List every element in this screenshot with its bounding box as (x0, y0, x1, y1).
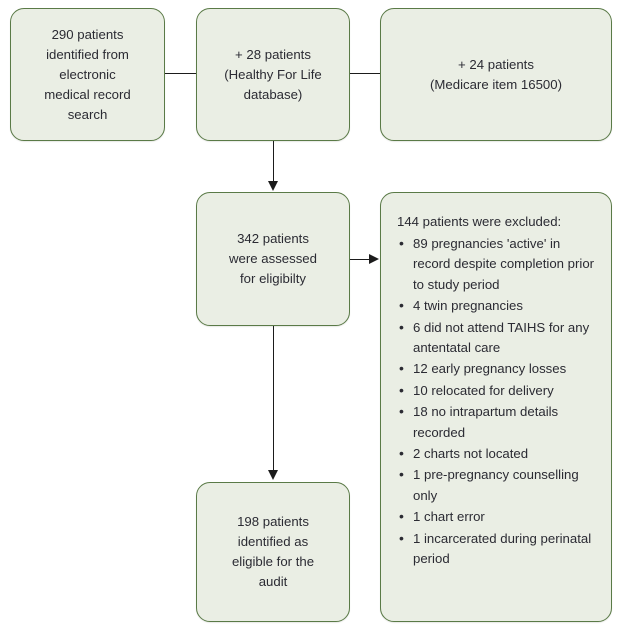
connector-assessed-to-eligible (273, 326, 274, 472)
list-item: 4 twin pregnancies (397, 295, 599, 316)
list-item: 1 chart error (397, 506, 599, 527)
excluded-patients-heading: 144 patients were excluded: (397, 214, 562, 229)
node-source-medicare: + 24 patients (Medicare item 16500) (380, 8, 612, 141)
connector-emr-to-healthy-for-life (165, 73, 196, 74)
node-eligible-for-audit: 198 patients identified as eligible for … (196, 482, 350, 622)
list-item: 12 early pregnancy losses (397, 358, 599, 379)
node-source-emr: 290 patients identified from electronic … (10, 8, 165, 141)
node-eligible-for-audit-label: 198 patients identified as eligible for … (231, 514, 315, 589)
node-assessed-for-eligibility: 342 patients were assessed for eligibilt… (196, 192, 350, 326)
connector-healthy-for-life-to-assessed (273, 141, 274, 183)
node-source-medicare-label: + 24 patients (Medicare item 16500) (430, 56, 562, 92)
list-item: 1 incarcerated during perinatal period (397, 528, 599, 570)
list-item: 89 pregnancies 'active' in record despit… (397, 233, 599, 295)
node-source-healthy-for-life-label: + 28 patients (Healthy For Life database… (224, 46, 322, 102)
list-item: 2 charts not located (397, 443, 599, 464)
excluded-patients-list: 89 pregnancies 'active' in record despit… (397, 233, 599, 570)
arrowhead-right-to-excluded (369, 253, 379, 264)
node-source-emr-label: 290 patients identified from electronic … (44, 26, 131, 122)
arrowhead-down-to-assessed (267, 181, 278, 191)
node-assessed-for-eligibility-label: 342 patients were assessed for eligibilt… (229, 231, 317, 286)
node-excluded-patients: 144 patients were excluded: 89 pregnanci… (380, 192, 612, 622)
list-item: 10 relocated for delivery (397, 380, 599, 401)
connector-assessed-to-excluded (350, 259, 370, 260)
node-source-healthy-for-life: + 28 patients (Healthy For Life database… (196, 8, 350, 141)
list-item: 6 did not attend TAIHS for any antentata… (397, 317, 599, 359)
list-item: 18 no intrapartum details recorded (397, 401, 599, 443)
list-item: 1 pre-pregnancy counselling only (397, 464, 599, 506)
arrowhead-down-to-eligible (267, 470, 278, 480)
connector-healthy-for-life-to-medicare (350, 73, 380, 74)
